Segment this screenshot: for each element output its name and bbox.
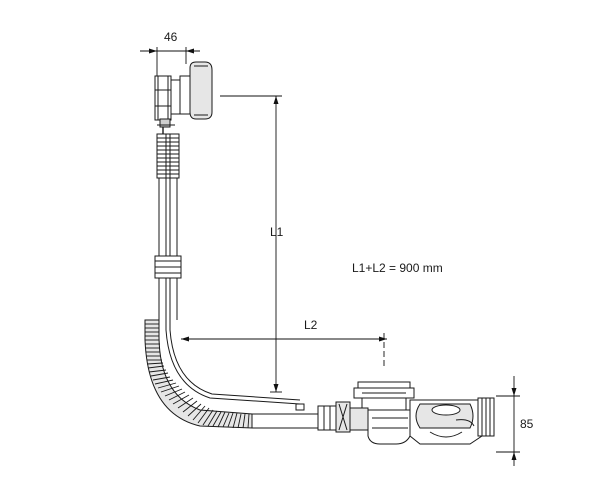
dimension-l2-label: L2	[304, 318, 318, 332]
overflow-head	[154, 61, 213, 134]
dimension-85-label: 85	[520, 417, 534, 431]
vertical-pipe	[154, 133, 182, 330]
dimension-l1: L1	[220, 95, 284, 393]
dimension-l1-label: L1	[270, 225, 284, 239]
dimension-l2: L2	[181, 318, 387, 368]
horizontal-pipe	[252, 403, 337, 431]
dimension-46: 46	[140, 30, 200, 78]
formula-note: L1+L2 = 900 mm	[352, 261, 443, 275]
drain-assembly	[335, 381, 520, 453]
dimension-46-label: 46	[164, 30, 178, 44]
dimension-85: 85	[511, 376, 534, 466]
corrugated-bend	[144, 319, 301, 429]
